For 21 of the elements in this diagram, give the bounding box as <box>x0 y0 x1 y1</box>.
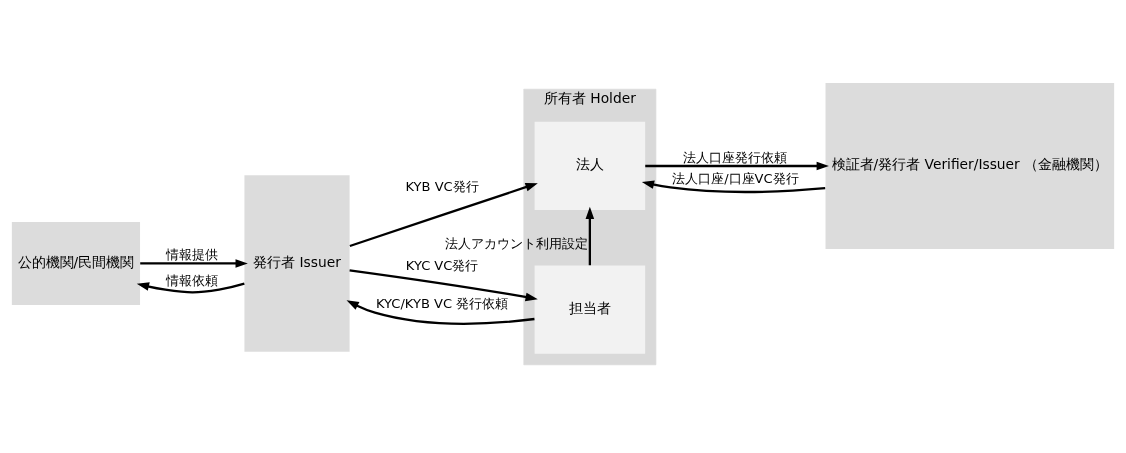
edge-label: 法人アカウント利用設定 <box>445 235 589 251</box>
arrow <box>136 281 245 293</box>
node-box: 担当者 <box>534 264 646 354</box>
arrow <box>585 206 595 265</box>
arrow <box>349 182 538 247</box>
arrow <box>645 161 829 170</box>
node-box: 検証者/発行者 Verifier/Issuer （金融機関） <box>825 82 1115 249</box>
arrow <box>641 179 826 193</box>
arrow <box>346 299 535 325</box>
node-box: 発行者 Issuer <box>244 174 350 352</box>
arrow <box>349 268 538 301</box>
edge-label: KYB VC発行 <box>405 178 479 194</box>
edge-label: 法人口座発行依頼 <box>683 149 788 165</box>
edge-label: 法人口座/口座VC発行 <box>672 170 799 186</box>
node-box: 公的機関/民間機関 <box>11 221 141 305</box>
edge-label: 情報提供 <box>166 246 219 262</box>
arrow <box>140 258 248 268</box>
edge-label: 情報依頼 <box>166 272 219 288</box>
edge-label: KYC/KYB VC 発行依頼 <box>376 295 509 311</box>
edge-label: KYC VC発行 <box>405 257 479 273</box>
node-box: 法人 <box>534 121 646 210</box>
